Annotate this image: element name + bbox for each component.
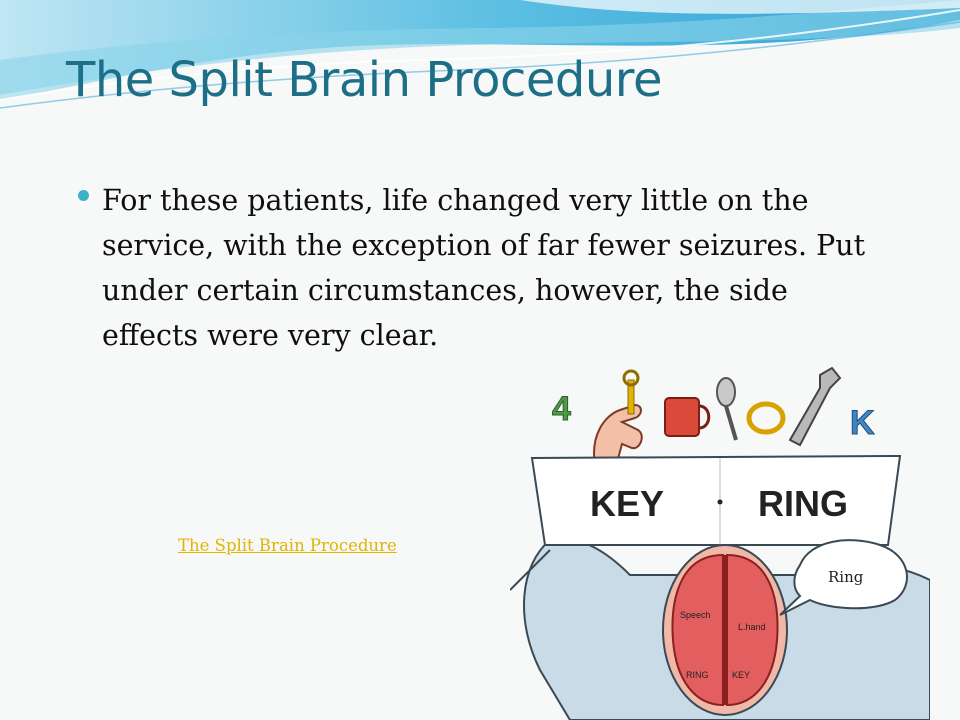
object-letter-right: K: [850, 404, 875, 442]
brain-top-view: Speech L.hand RING KEY: [662, 544, 788, 716]
speech-bubble: Ring: [779, 539, 908, 616]
slide-title: The Split Brain Procedure: [66, 52, 662, 108]
split-brain-illustration: 4 K KEY RING Speech L.hand RING KEY: [510, 366, 930, 720]
object-letter-left: 4: [552, 390, 571, 428]
bullet-item: For these patients, life changed very li…: [78, 178, 878, 358]
ring-icon: [746, 401, 786, 435]
screen-word-right: RING: [758, 483, 848, 524]
bullet-icon: [78, 190, 89, 201]
header-wave-decoration: [0, 0, 960, 109]
right-bottom-label: KEY: [732, 670, 750, 680]
left-bottom-label: RING: [686, 670, 709, 680]
screen-word-left: KEY: [590, 483, 664, 524]
speech-bubble-text: Ring: [828, 568, 864, 586]
left-hemisphere-label: Speech: [680, 610, 711, 620]
bullet-text: For these patients, life changed very li…: [102, 184, 866, 352]
split-brain-link[interactable]: The Split Brain Procedure: [178, 536, 397, 555]
right-hemisphere-label: L.hand: [738, 622, 766, 632]
hand-holding-key-icon: [593, 369, 643, 472]
cup-icon: [664, 397, 711, 437]
display-screen: KEY RING: [530, 454, 902, 546]
spoon-icon: [716, 377, 738, 441]
wrench-icon: [788, 366, 842, 447]
